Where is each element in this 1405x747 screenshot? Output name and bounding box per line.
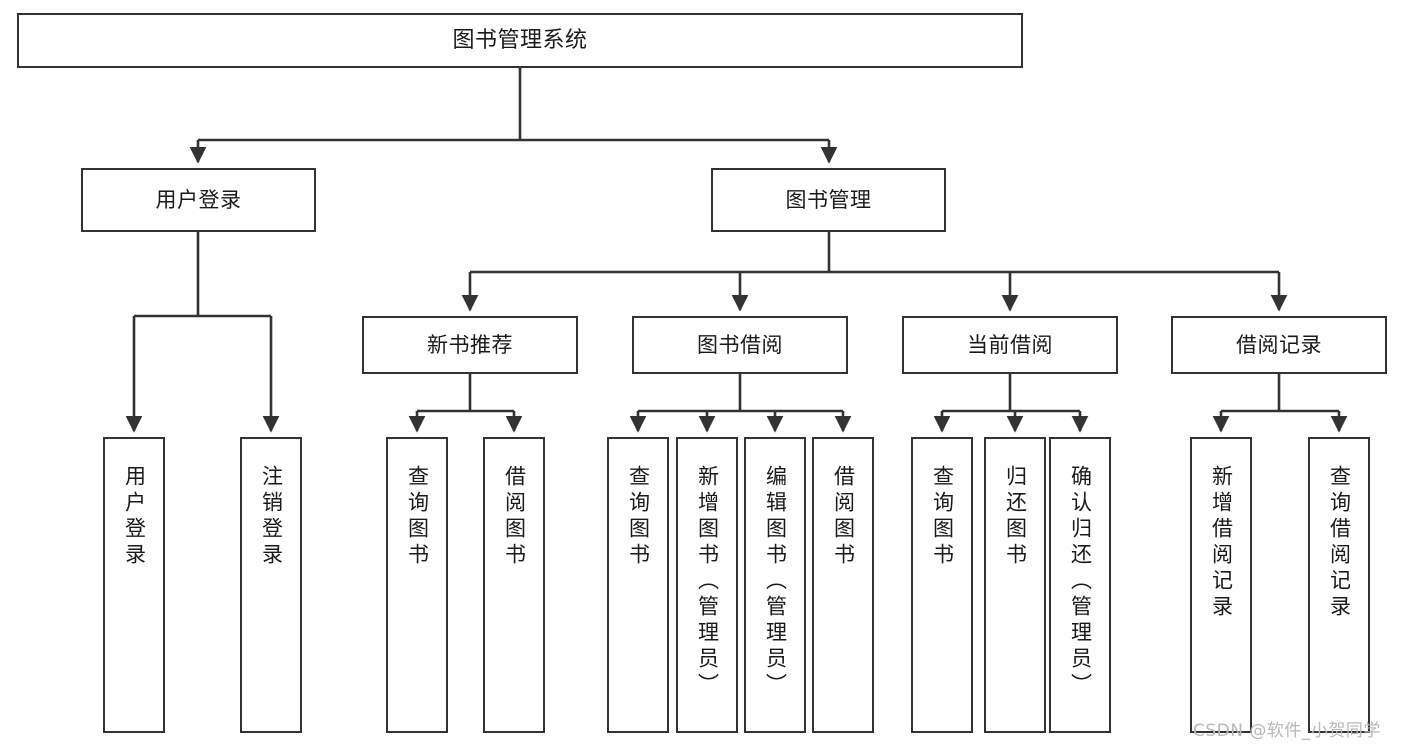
leaf-br-add-record[interactable]: 新增借阅记录 xyxy=(1190,437,1252,733)
node-borrow-record[interactable]: 借阅记录 xyxy=(1171,316,1387,374)
leaf-nb-borrow-book-label: 借阅图书 xyxy=(502,465,527,569)
leaf-bk-borrow-book-label: 借阅图书 xyxy=(831,465,856,569)
leaf-br-add-record-label: 新增借阅记录 xyxy=(1209,465,1234,621)
node-user-login-label: 用户登录 xyxy=(155,187,242,212)
leaf-br-query-record[interactable]: 查询借阅记录 xyxy=(1308,437,1370,733)
leaf-cb-return-book-label: 归还图书 xyxy=(1003,465,1028,569)
node-current-borrow[interactable]: 当前借阅 xyxy=(902,316,1118,374)
leaf-cb-query-book[interactable]: 查询图书 xyxy=(911,437,973,733)
leaf-cb-confirm-return-admin[interactable]: 确认归还（管理员） xyxy=(1049,437,1111,733)
node-root[interactable]: 图书管理系统 xyxy=(17,13,1023,68)
node-current-borrow-label: 当前借阅 xyxy=(967,332,1053,357)
leaf-bk-edit-book-admin[interactable]: 编辑图书（管理员） xyxy=(744,437,806,733)
leaf-bk-query-book[interactable]: 查询图书 xyxy=(607,437,669,733)
leaf-logout[interactable]: 注销登录 xyxy=(240,437,302,733)
leaf-cb-confirm-return-admin-label: 确认归还（管理员） xyxy=(1068,465,1093,699)
leaf-cb-query-book-label: 查询图书 xyxy=(930,465,955,569)
leaf-bk-add-book-admin-label: 新增图书（管理员） xyxy=(695,465,720,699)
csdn-watermark: CSDN @软件_小贺同学 xyxy=(1193,721,1381,741)
leaf-bk-edit-book-admin-label: 编辑图书（管理员） xyxy=(763,465,788,699)
leaf-bk-borrow-book[interactable]: 借阅图书 xyxy=(812,437,874,733)
leaf-nb-query-book[interactable]: 查询图书 xyxy=(386,437,448,733)
node-user-login[interactable]: 用户登录 xyxy=(81,168,316,232)
node-book-borrow[interactable]: 图书借阅 xyxy=(632,316,848,374)
leaf-bk-add-book-admin[interactable]: 新增图书（管理员） xyxy=(676,437,738,733)
leaf-br-query-record-label: 查询借阅记录 xyxy=(1327,465,1352,621)
node-book-management[interactable]: 图书管理 xyxy=(711,168,946,232)
leaf-bk-query-book-label: 查询图书 xyxy=(626,465,651,569)
leaf-cb-return-book[interactable]: 归还图书 xyxy=(984,437,1046,733)
node-root-label: 图书管理系统 xyxy=(452,27,588,53)
node-new-book-recommend[interactable]: 新书推荐 xyxy=(362,316,578,374)
node-book-management-label: 图书管理 xyxy=(785,187,872,212)
node-borrow-record-label: 借阅记录 xyxy=(1236,332,1322,357)
leaf-logout-label: 注销登录 xyxy=(259,465,284,569)
leaf-user-login-label: 用户登录 xyxy=(122,465,147,569)
leaf-user-login[interactable]: 用户登录 xyxy=(103,437,165,733)
leaf-nb-borrow-book[interactable]: 借阅图书 xyxy=(483,437,545,733)
node-book-borrow-label: 图书借阅 xyxy=(697,332,783,357)
leaf-nb-query-book-label: 查询图书 xyxy=(405,465,430,569)
node-new-book-recommend-label: 新书推荐 xyxy=(427,332,513,357)
